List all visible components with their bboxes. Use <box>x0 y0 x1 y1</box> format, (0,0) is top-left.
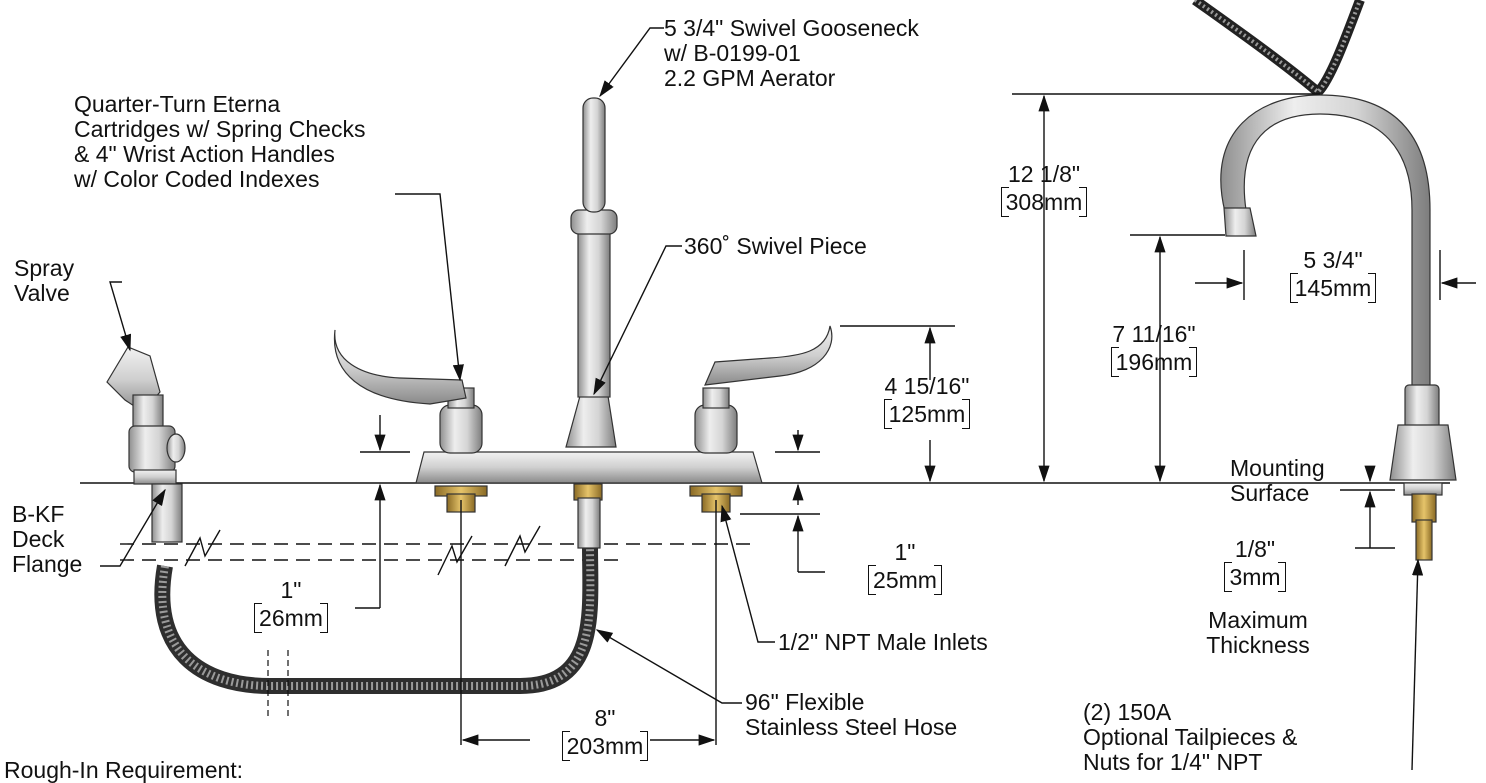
flexible-hose <box>154 545 599 694</box>
hose-callout: 96" Flexible Stainless Steel Hose <box>745 689 958 740</box>
hose-loop-partial <box>1192 0 1365 99</box>
dim-deck-thickness: 1/8" 3mm <box>1200 537 1310 592</box>
rough-in-label: Rough-In Requirement: <box>4 757 244 783</box>
dim-inlet-length: 1" 25mm <box>850 540 960 595</box>
spray-valve-callout: Spray Valve <box>14 255 75 306</box>
leader-lines <box>100 27 1424 771</box>
swivel-piece-callout: 360˚ Swivel Piece <box>684 233 867 259</box>
dim-handle-height: 4 15/16" 125mm <box>883 373 971 429</box>
dim-flange-length: 1" 26mm <box>236 578 346 633</box>
max-thickness-label: Maximum Thickness <box>1206 607 1310 658</box>
tailpieces-callout: (2) 150A Optional Tailpieces & Nuts for … <box>1083 699 1298 775</box>
dim-overall-height: 12 1/8" 308mm <box>980 162 1108 217</box>
deck-flange-callout: B-KF Deck Flange <box>12 501 83 577</box>
gooseneck-callout: 5 3/4" Swivel Gooseneck w/ B-0199-01 2.2… <box>664 15 919 91</box>
dim-spout-reach: 5 3/4" 145mm <box>1268 248 1398 303</box>
dim-spout-height: 7 11/16" 196mm <box>1110 321 1198 377</box>
dim-centers: 8" 203mm <box>540 706 670 761</box>
mounting-surface-callout: Mounting Surface <box>1230 455 1325 506</box>
dimension-lines <box>355 93 1476 746</box>
inlets-callout: 1/2" NPT Male Inlets <box>778 629 988 655</box>
spray-valve <box>106 346 186 543</box>
side-view-faucet <box>1220 94 1457 561</box>
break-lines <box>120 525 752 576</box>
faucet-body <box>333 97 833 549</box>
cartridges-callout: Quarter-Turn Eterna Cartridges w/ Spring… <box>74 91 366 192</box>
